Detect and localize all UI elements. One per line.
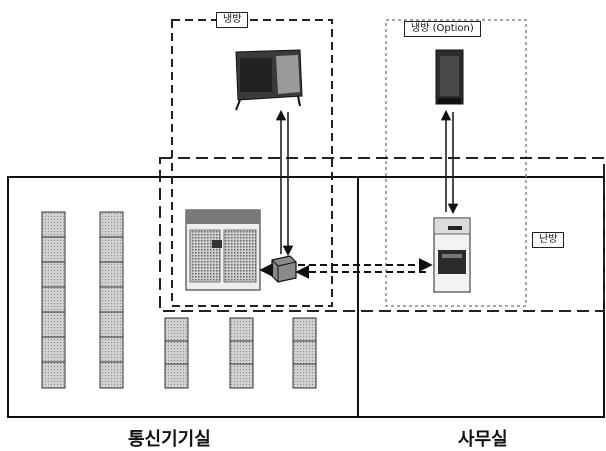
cooling-option-zone-box xyxy=(385,19,527,307)
server-rack-2 xyxy=(99,211,124,389)
cooling-zone-box xyxy=(171,19,333,307)
telecom-room-label: 통신기기실 xyxy=(128,429,211,450)
refrigerant-line-option xyxy=(440,109,459,215)
refrigerant-line-main xyxy=(275,109,294,257)
cooling-option-tag: 냉방 (Option) xyxy=(404,21,481,37)
heating-connection-line xyxy=(259,258,433,279)
server-rack-4 xyxy=(229,317,254,389)
server-rack-5 xyxy=(292,317,317,389)
heating-tag: 난방 xyxy=(532,232,565,248)
precision-ac-unit-icon xyxy=(185,209,261,291)
office-label: 사무실 xyxy=(458,429,508,450)
junction-box-icon xyxy=(271,255,297,283)
server-rack-1 xyxy=(41,211,66,389)
heating-zone-box xyxy=(159,157,605,312)
outdoor-cooling-unit-icon xyxy=(235,49,303,111)
office-outline xyxy=(357,176,605,418)
server-rack-3 xyxy=(164,317,189,389)
office-indoor-unit-icon xyxy=(433,217,471,293)
cooling-tag: 냉방 xyxy=(216,12,249,28)
outdoor-option-unit-icon xyxy=(435,49,464,105)
